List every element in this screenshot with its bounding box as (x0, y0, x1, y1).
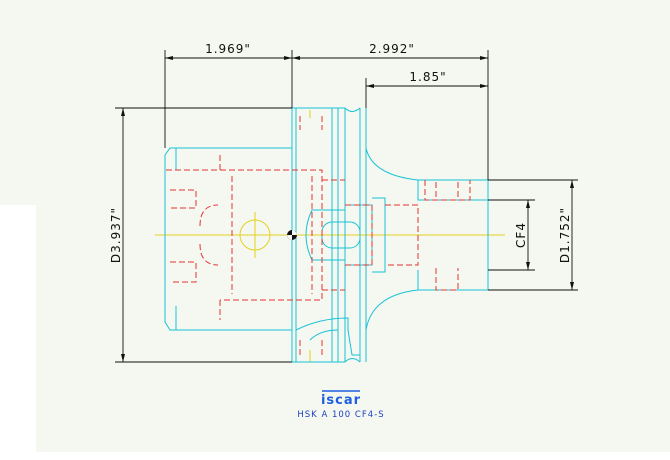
dim-gauge-length: 1.85" (409, 70, 446, 84)
drawing-background (36, 0, 670, 460)
hidden-lines (165, 116, 471, 355)
dim-top-left: 1.969" (205, 42, 251, 56)
bore-circle (239, 219, 271, 251)
dim-top-right: 2.992" (369, 42, 415, 56)
dimension-lines (115, 50, 578, 363)
gauge-point-marker (287, 230, 297, 240)
dim-left-diameter: D3.937" (109, 207, 123, 263)
holder-outline (164, 107, 489, 363)
dim-right-diameter: D1.752" (558, 207, 572, 263)
part-caption: HSK A 100 CF4-S (297, 410, 384, 420)
iscar-logo: iscar (321, 393, 361, 408)
dim-thread: CF4 (514, 222, 528, 248)
